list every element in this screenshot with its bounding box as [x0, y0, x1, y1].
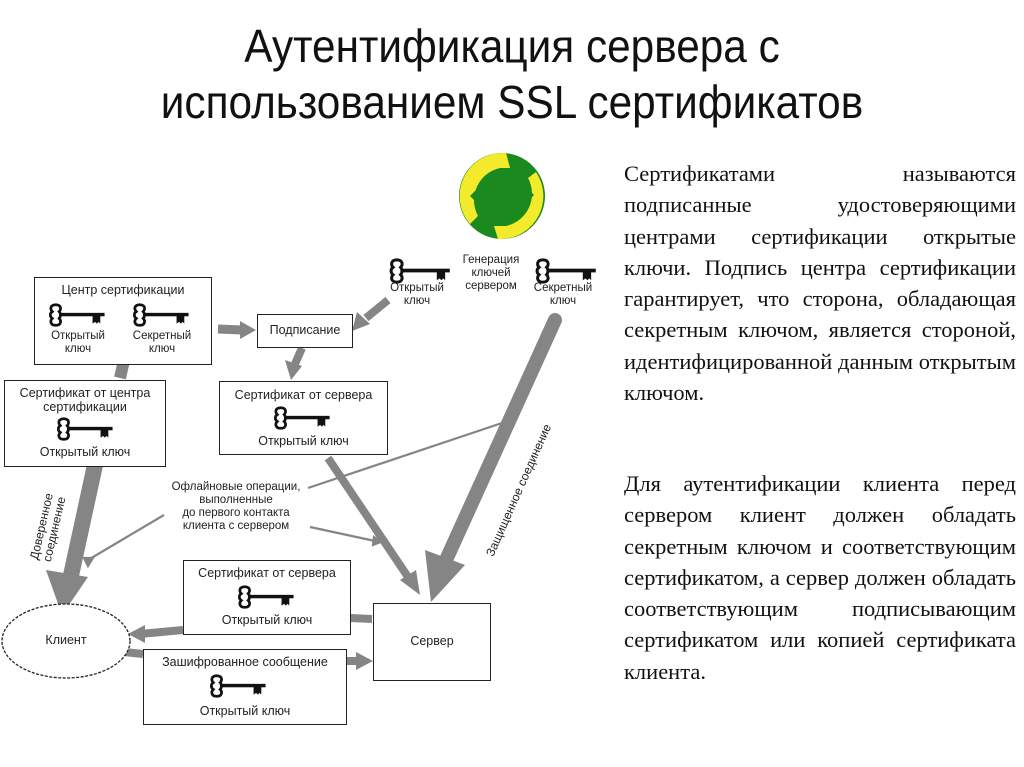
- ca-secret-key-icon: [132, 303, 190, 327]
- server-certificate-message-box: Сертификат от сервера Открытый ключ: [183, 560, 351, 635]
- signing-label: Подписание: [269, 323, 341, 337]
- server-cert-msg-key-label: Открытый ключ: [221, 613, 313, 627]
- encrypted-msg-key-icon: [209, 674, 267, 698]
- offline-operations-note: Офлайновые операции, выполненные до перв…: [160, 481, 312, 533]
- server-cert-title: Сертификат от сервера: [234, 388, 373, 402]
- offline-line-4: клиента с сервером: [182, 520, 290, 532]
- ssl-diagram: Генерация ключей сервером Открытый ключ …: [0, 140, 620, 767]
- encrypted-msg-title: Зашифрованное сообщение: [162, 655, 328, 669]
- server-public-key-icon: [389, 258, 452, 284]
- arrow-signing-to-server-cert: [285, 346, 306, 380]
- server-cert-msg-title: Сертификат от сервера: [198, 566, 336, 580]
- ca-pub-line-2: ключ: [64, 343, 92, 355]
- title-line-1: Аутентификация сервера с: [244, 20, 780, 72]
- client-node: [1, 603, 131, 679]
- arrow-server-cert-to-server: [324, 455, 420, 595]
- server-cert-msg-key-icon: [237, 585, 295, 609]
- pubkey-line-2: ключ: [403, 295, 431, 307]
- arrow-trusted-connection: [46, 463, 103, 615]
- signing-box: Подписание: [257, 314, 353, 348]
- offline-line-3: до первого контакта: [182, 507, 290, 519]
- ca-box: Центр сертификации Открытый ключ Секретн…: [34, 277, 212, 365]
- offline-line-2: выполненные: [199, 494, 273, 506]
- client-label: Клиент: [45, 633, 87, 647]
- ca-cert-key-label: Открытый ключ: [39, 445, 131, 459]
- ca-cert-title-1: Сертификат от центра: [19, 386, 151, 400]
- ca-cert-title-2: сертификации: [43, 400, 127, 414]
- arrows-layer: [1, 153, 598, 679]
- ca-certificate-box: Сертификат от центра сертификации Открыт…: [4, 380, 166, 467]
- server-public-key-label: Открытый ключ: [382, 282, 452, 308]
- key-gen-line-2: ключей: [471, 267, 511, 279]
- paragraph-client-auth: Для аутентификации клиента перед серверо…: [624, 468, 1016, 687]
- slide-title: Аутентификация сервера с использованием …: [41, 18, 983, 130]
- server-secret-key-label: Секретный ключ: [528, 282, 598, 308]
- server-certificate-box: Сертификат от сервера Открытый ключ: [219, 381, 388, 455]
- seckey-line-1: Секретный: [533, 282, 593, 294]
- ca-cert-title: Сертификат от центра сертификации: [5, 386, 165, 414]
- key-gen-line-3: сервером: [465, 280, 517, 292]
- server-cert-key-icon: [273, 406, 331, 430]
- paragraph-2-text: Для аутентификации клиента перед серверо…: [624, 471, 1016, 684]
- pubkey-line-1: Открытый: [390, 282, 444, 294]
- title-line-2: использованием SSL сертификатов: [160, 76, 864, 128]
- encrypted-msg-key-label: Открытый ключ: [199, 704, 291, 718]
- ca-sec-line-2: ключ: [148, 343, 176, 355]
- ca-public-key-icon: [48, 303, 106, 327]
- arrow-secure-connection: [425, 313, 562, 602]
- ca-sec-line-1: Секретный: [132, 330, 192, 342]
- ca-public-key-label: Открытый ключ: [39, 330, 117, 356]
- ca-secret-key-label: Секретный ключ: [123, 330, 201, 356]
- arrow-ca-to-signing: [217, 321, 256, 339]
- recycle-arrows-icon: [459, 153, 545, 239]
- seckey-line-2: ключ: [549, 295, 577, 307]
- server-box: Сервер: [373, 603, 491, 681]
- arrow-pubkey-to-signing: [352, 296, 391, 331]
- offline-pointers: [82, 416, 515, 569]
- ca-box-title: Центр сертификации: [61, 283, 185, 297]
- ca-pub-line-1: Открытый: [51, 330, 105, 342]
- key-gen-line-1: Генерация: [462, 254, 520, 266]
- offline-line-1: Офлайновые операции,: [171, 481, 301, 493]
- paragraph-1-text: Сертификатами называются подписанные удо…: [624, 161, 1016, 406]
- encrypted-message-box: Зашифрованное сообщение Открытый ключ: [143, 649, 347, 725]
- key-generation-label: Генерация ключей сервером: [448, 254, 534, 293]
- paragraph-certificates: Сертификатами называются подписанные удо…: [624, 158, 1016, 408]
- server-secret-key-icon: [535, 258, 598, 284]
- ca-cert-key-icon: [56, 417, 114, 441]
- server-label: Сервер: [410, 634, 454, 648]
- server-cert-key-label: Открытый ключ: [258, 434, 349, 448]
- arrow-server-to-client: [128, 614, 373, 643]
